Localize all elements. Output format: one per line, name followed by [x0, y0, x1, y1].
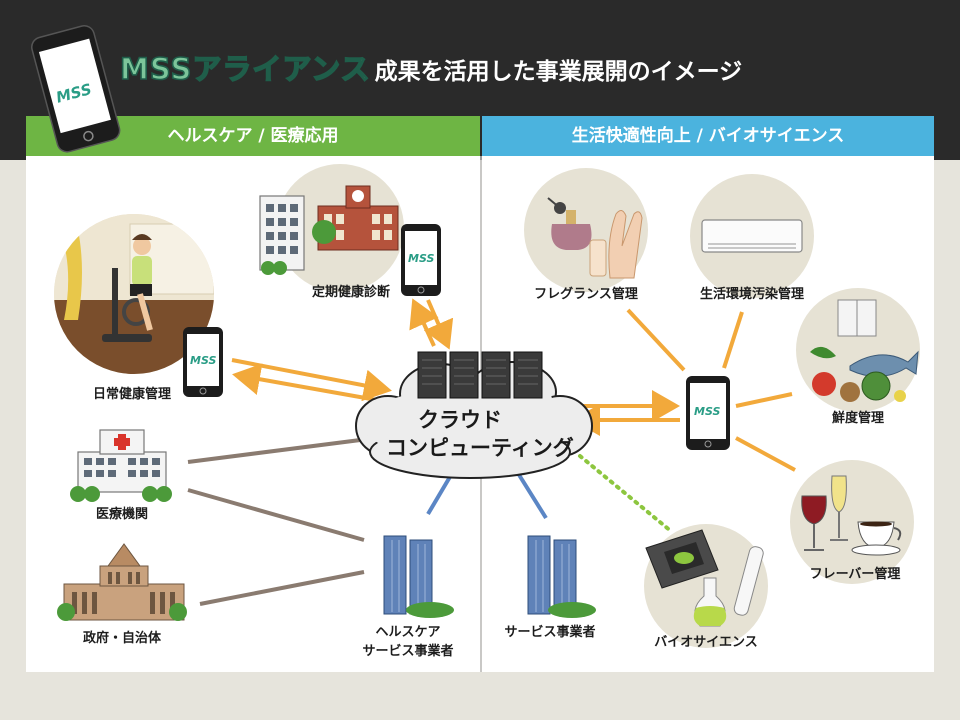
label-checkup: 定期健康診断: [311, 285, 390, 300]
arrow-cloud-to-checkup: [409, 298, 439, 347]
title-phone-icon: [31, 25, 121, 153]
flavor-illustration: [790, 460, 914, 584]
air-conditioner-illustration: [690, 174, 814, 298]
parliament-icon: [57, 543, 187, 621]
hub-phone-logo: MSS: [694, 405, 720, 418]
right-section-header: 生活快適性向上 / バイオサイエンス: [571, 126, 845, 146]
healthcare-towers-icon: [383, 535, 454, 618]
label-daily-health: 日常健康管理: [92, 387, 171, 402]
label-service-provider: サービス事業者: [504, 625, 596, 640]
label-medical: 医療機関: [95, 507, 148, 522]
dotted-line-bio: [578, 454, 674, 534]
line-freshness: [735, 392, 793, 408]
title-main: MSSアライアンス: [119, 51, 371, 87]
hub-phone-icon: [686, 376, 730, 450]
label-healthcare-line1: ヘルスケア: [375, 625, 441, 640]
left-section-header: ヘルスケア / 医療応用: [167, 126, 339, 146]
page-title: MSSアライアンス成果を活用した事業展開のイメージ: [119, 46, 743, 90]
label-freshness: 鮮度管理: [831, 411, 884, 426]
server-racks: [417, 351, 543, 399]
cloud-label-line1: クラウド: [418, 408, 502, 432]
line-flavor: [735, 436, 796, 472]
label-government: 政府・自治体: [82, 631, 161, 646]
arrow-daily-to-cloud: [231, 358, 392, 402]
title-sub: 成果を活用した事業展開のイメージ: [374, 59, 743, 85]
fragrance-illustration: [524, 168, 648, 292]
label-pollution: 生活環境汚染管理: [699, 287, 804, 302]
checkup-phone-icon: [401, 224, 441, 296]
line-service-cloud: [514, 468, 548, 520]
cloud-label-line2: コンピューティング: [386, 436, 574, 460]
label-flavor: フレーバー管理: [809, 567, 901, 582]
service-towers-icon: [527, 535, 596, 618]
line-fragrance: [626, 308, 686, 372]
checkup-illustration: [259, 164, 404, 292]
line-government-healthcare: [199, 570, 365, 606]
label-fragrance: フレグランス管理: [534, 287, 638, 302]
line-medical-healthcare: [187, 488, 365, 542]
line-medical-cloud: [187, 436, 377, 464]
daily-phone-logo: MSS: [190, 354, 216, 367]
right-header-band: [482, 116, 934, 156]
line-pollution: [722, 311, 744, 369]
hospital-icon: [70, 429, 172, 502]
label-bioscience: バイオサイエンス: [654, 635, 758, 650]
bioscience-illustration: [644, 524, 768, 648]
freshness-illustration: [796, 288, 920, 412]
label-healthcare-line2: サービス事業者: [362, 644, 454, 659]
daily-phone-icon: [183, 327, 223, 397]
checkup-phone-logo: MSS: [408, 252, 434, 265]
